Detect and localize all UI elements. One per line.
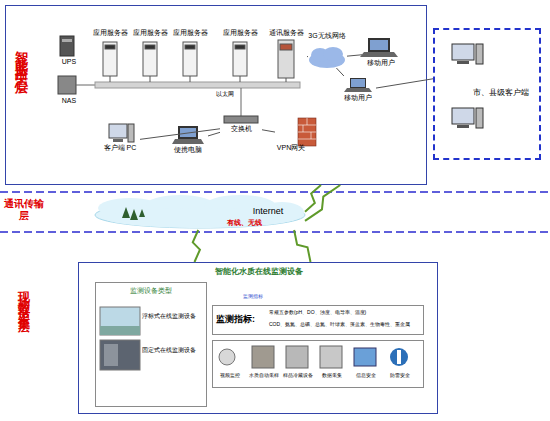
server-icons: [103, 40, 294, 82]
layer-label: 现场数据采集层: [16, 282, 30, 317]
node-label: NAS: [55, 97, 83, 105]
ups-unit: UPS: [55, 58, 83, 68]
indicator-panel: 监测指标监测指标:常规五参数(pH、DO、浊度、电导率、温度)COD、氨氮、总磷…: [212, 305, 424, 335]
node-label: 应用服务器: [88, 29, 132, 37]
server-unit: 通讯服务器: [264, 29, 308, 81]
node-label: VPN网关: [271, 144, 311, 152]
node-label: 市、县级客户端: [465, 88, 537, 97]
node-label: 信息安全: [349, 373, 383, 379]
band-line: [0, 191, 550, 193]
node-label: Internet: [243, 206, 293, 216]
connector-line: [307, 56, 308, 57]
laptop-icon: [172, 126, 204, 144]
server-unit: 应用服务器: [168, 29, 212, 39]
node-label: 应用服务器: [218, 29, 262, 37]
node-label: 监测设备类型: [96, 287, 206, 295]
switch-icon: [224, 116, 258, 123]
wire: [241, 88, 242, 116]
node-label: UPS: [55, 58, 83, 66]
node-label: 智能监控中心层: [14, 41, 29, 76]
wireless-link: [305, 185, 340, 221]
node-label: 样品冷藏设备: [281, 373, 315, 379]
server-unit: 应用服务器: [88, 29, 132, 39]
node-label: 视频监控: [213, 373, 247, 379]
pc-icon: [109, 124, 134, 142]
laptop-icon: [344, 78, 372, 92]
node-label: 固定式在线监测设备: [142, 347, 204, 354]
wireless-cloud: [309, 47, 345, 68]
internet-cloud: [95, 195, 305, 228]
equipment-panel: 视频监控水质自动采样样品冷藏设备数据采集信息安全防雷安全: [212, 340, 424, 388]
client-frame: 市、县级客户端: [433, 28, 541, 160]
node-label: COD、氨氮、总磷、总氮、叶绿素、藻蓝素、生物毒性、重金属: [269, 322, 421, 328]
internet-cloud: Internet: [95, 196, 305, 230]
vpn-gateway: VPN网关: [275, 114, 319, 158]
firewall-icon: [298, 118, 316, 146]
layer-label: 以太网: [212, 91, 238, 98]
node-label: 便携电脑: [166, 146, 210, 154]
node-label: 水质自动采样: [247, 373, 281, 379]
device-panel: 监测设备类型浮标式在线监测设备固定式在线监测设备: [95, 282, 207, 407]
pc-unit: 客户端 PC: [100, 122, 140, 162]
node-label: 应用服务器: [128, 29, 172, 37]
mobile-user: 移动用户: [362, 36, 400, 70]
connector-line: [262, 130, 275, 132]
connector-line: [208, 132, 220, 136]
node-label: 交换机: [220, 125, 262, 133]
laptop-icon: [360, 38, 398, 57]
node-label: 移动用户: [340, 94, 376, 102]
buoy-photo: [100, 307, 140, 335]
connector-line: [347, 55, 362, 56]
node-label: 3G无线网络: [299, 32, 355, 40]
connector-line: [336, 68, 344, 76]
node-label: 智能化水质在线监测设备: [179, 267, 339, 276]
pc-icon: [452, 44, 483, 128]
band-line: [0, 231, 550, 233]
node-label: 客户端 PC: [98, 144, 142, 152]
node-label: 浮标式在线监测设备: [142, 313, 204, 320]
layer-frame: 智能化水质在线监测设备监测设备类型浮标式在线监测设备固定式在线监测设备监测指标监…: [78, 262, 438, 414]
buoy-photo: [100, 326, 140, 335]
nas-unit: NAS: [55, 97, 83, 107]
node-label: 移动用户: [362, 59, 400, 67]
equipment-icons: [219, 346, 408, 368]
ups-icon: [62, 39, 72, 42]
switch-unit: 交换机: [220, 114, 262, 138]
wireless-cloud: 3G无线网络: [307, 48, 347, 68]
node-label: 监测指标: [233, 294, 273, 300]
mobile-user: 移动用户: [340, 76, 376, 106]
layer-label: 有线、无线: [222, 219, 266, 227]
station-photo: [100, 340, 140, 370]
layer-label: 通讯传输层: [4, 198, 44, 221]
wireless-link: [294, 230, 310, 262]
wireless-link: [193, 230, 200, 262]
ethernet-bus: [95, 82, 300, 88]
wire: [76, 85, 95, 86]
node-label: 监测指标:: [216, 314, 266, 324]
node-label: 防雷安全: [383, 373, 417, 379]
ups-icon: [60, 36, 74, 56]
nas-icon: [58, 76, 76, 94]
connector-line: [140, 129, 220, 140]
connector-line: [376, 79, 433, 88]
wireless-link: [305, 185, 321, 212]
server-unit: 应用服务器: [128, 29, 172, 39]
station-photo: [104, 344, 118, 366]
server-unit: 应用服务器: [218, 29, 262, 39]
laptop-unit: 便携电脑: [168, 122, 208, 162]
node-label: 应用服务器: [168, 29, 212, 37]
node-label: 数据采集: [315, 373, 349, 379]
node-label: 通讯服务器: [264, 29, 308, 37]
node-label: 常规五参数(pH、DO、浊度、电导率、温度): [269, 310, 421, 316]
